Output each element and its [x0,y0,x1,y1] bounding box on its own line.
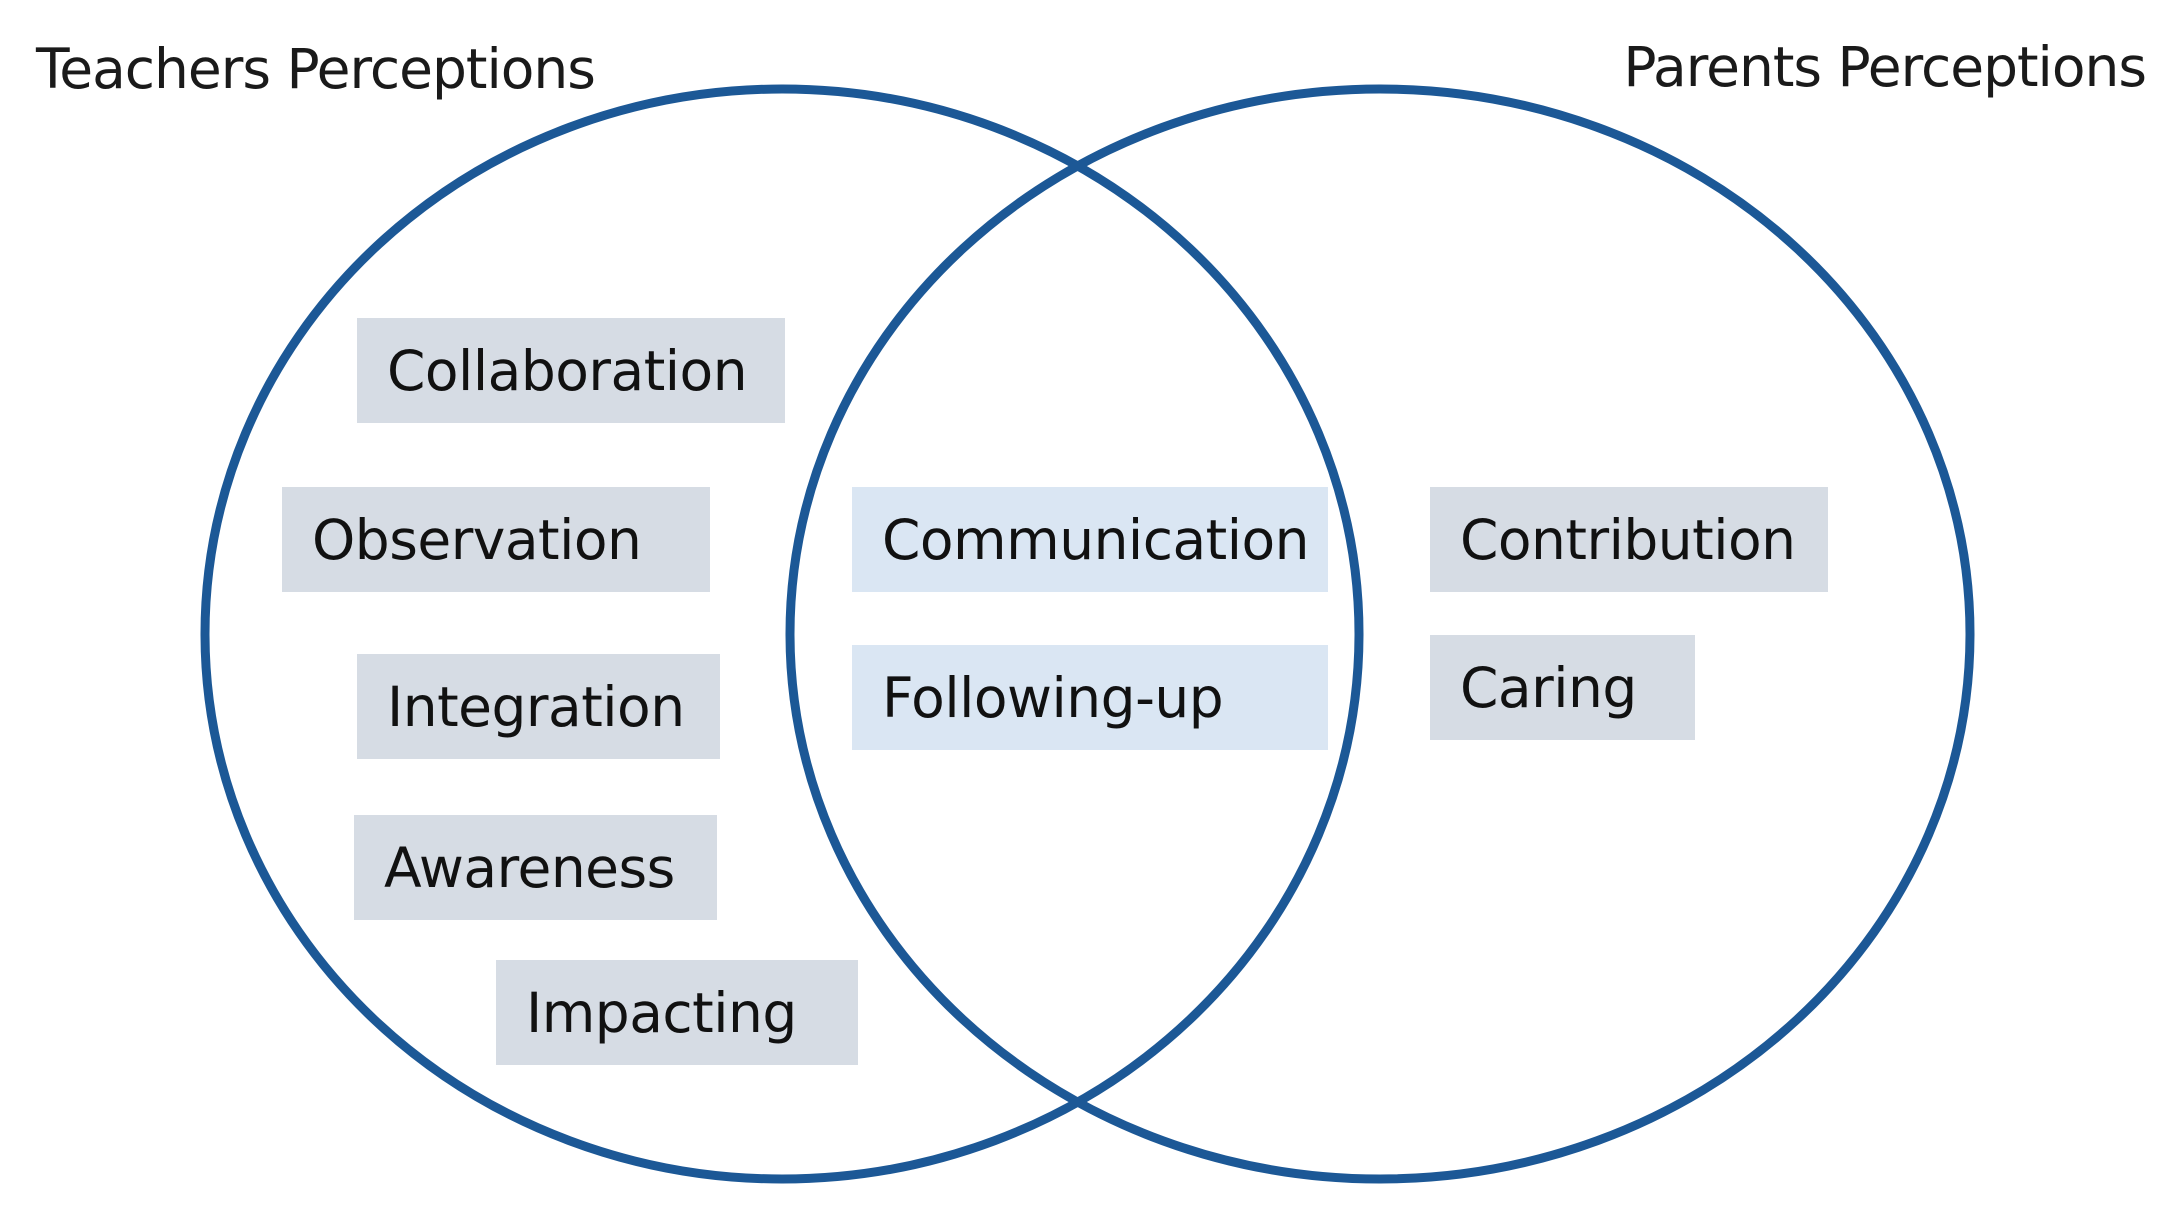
shared-item-communication: Communication [852,487,1328,592]
left-item-integration: Integration [357,654,720,759]
left-item-observation: Observation [282,487,710,592]
left-set-circle [200,84,1364,1184]
left-item-collaboration: Collaboration [357,318,785,423]
right-set-circle [785,84,1975,1184]
left-set-title: Teachers Perceptions [36,37,596,101]
right-set-title: Parents Perceptions [1623,35,2147,99]
right-item-contribution: Contribution [1430,487,1828,592]
left-item-awareness: Awareness [354,815,717,920]
right-item-caring: Caring [1430,635,1695,740]
left-item-impacting: Impacting [496,960,858,1065]
shared-item-following-up: Following-up [852,645,1328,750]
